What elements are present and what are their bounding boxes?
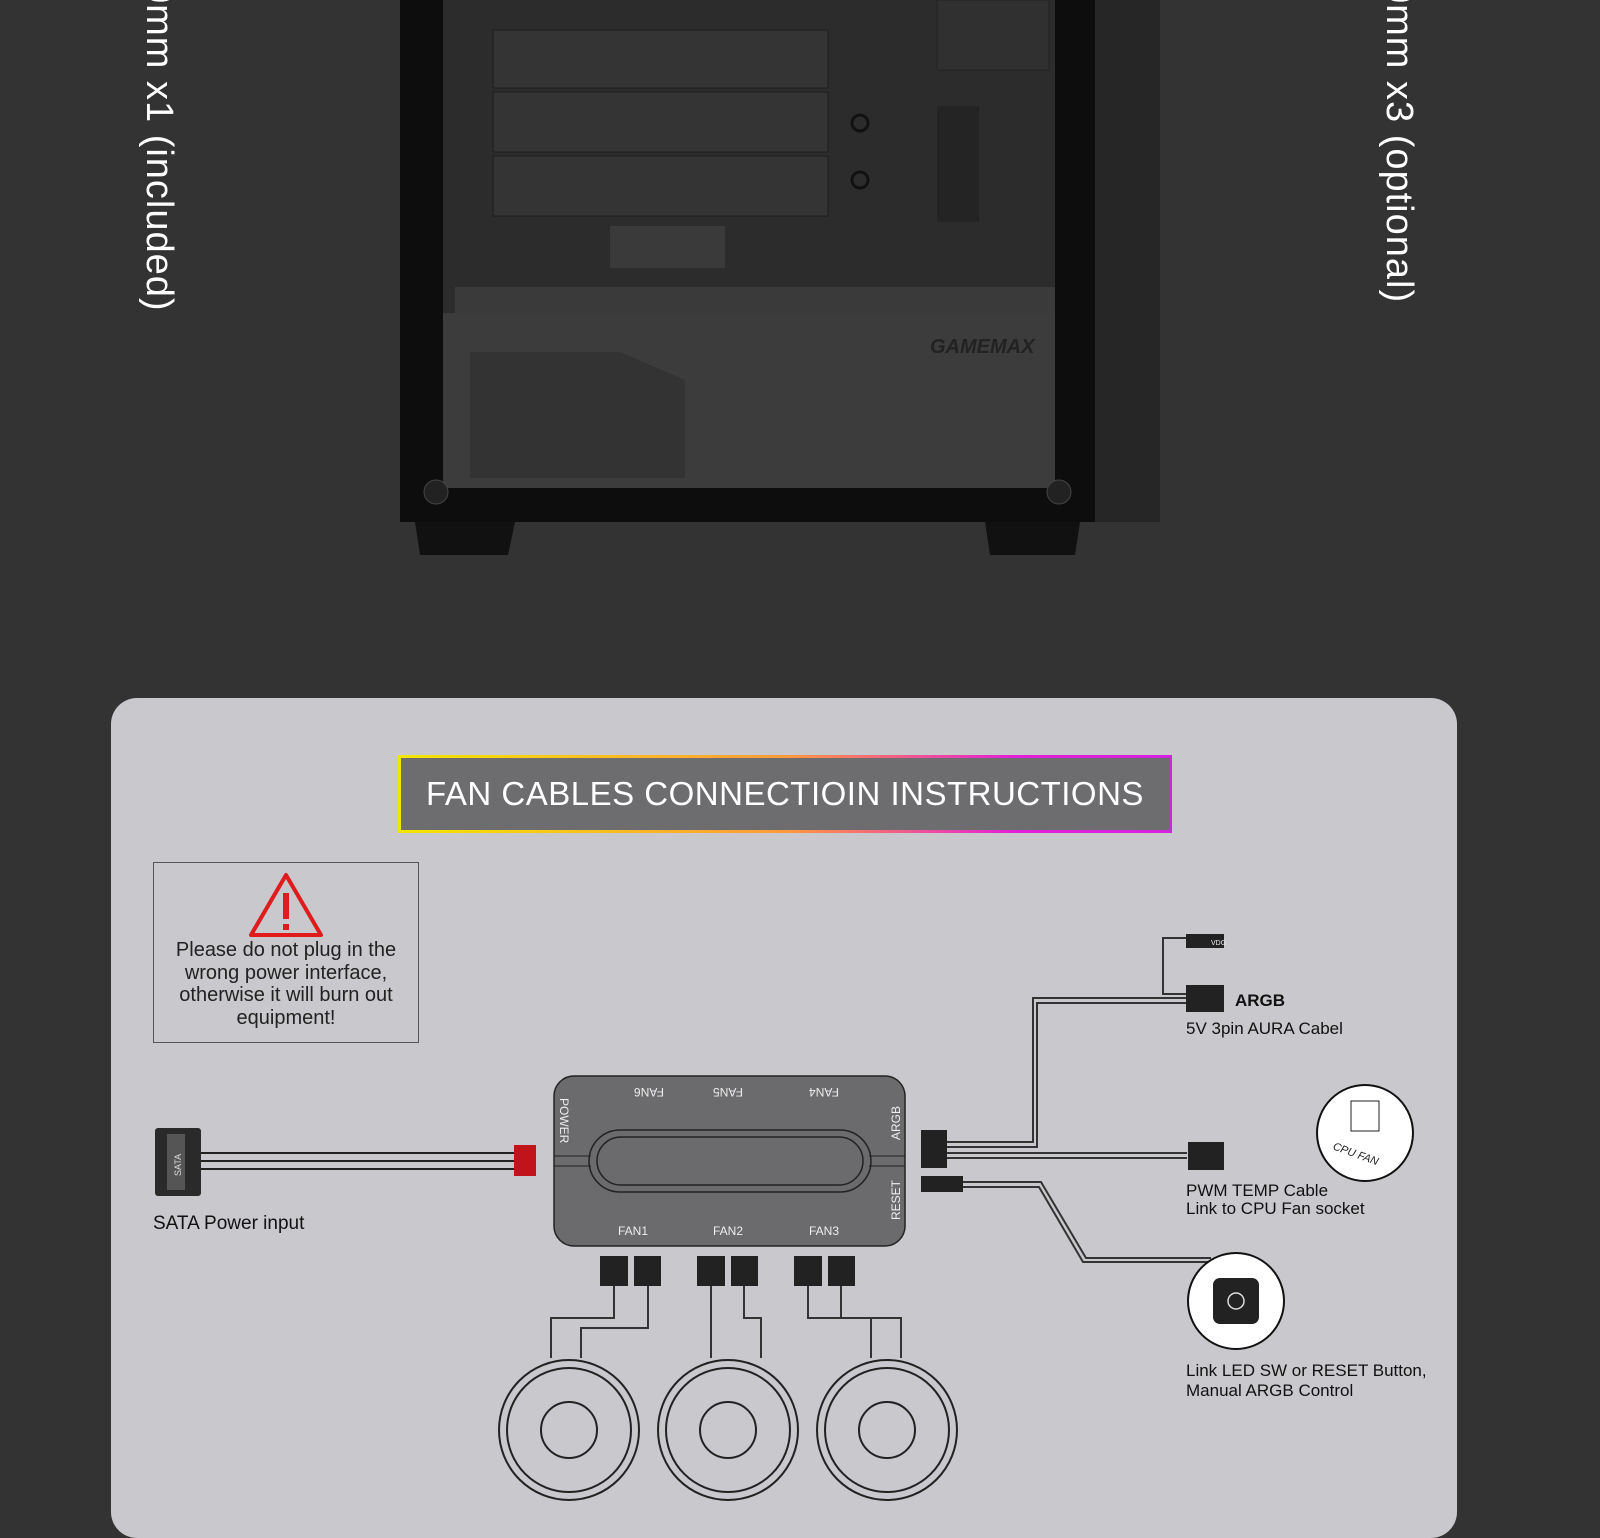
hub-port-fan2: FAN2 — [713, 1224, 743, 1238]
fan-instructions-panel: SATA FAN6 FAN5 FAN4 FAN1 FAN2 FAN3 POWER… — [111, 698, 1457, 1538]
sata-connector: SATA — [155, 1128, 201, 1196]
pc-case-image: GAMEMAX — [400, 0, 1160, 555]
sun-icon — [1227, 1292, 1245, 1310]
hub-port-argb: ARGB — [889, 1106, 903, 1140]
pwm-connector — [1188, 1142, 1224, 1170]
hub-port-power: POWER — [557, 1098, 571, 1144]
hub-port-fan3: FAN3 — [809, 1224, 839, 1238]
hub-port-fan5: FAN5 — [713, 1085, 743, 1099]
case-logo: GAMEMAX — [930, 336, 1036, 358]
power-connector — [514, 1145, 536, 1176]
reset-line2: Manual ARGB Control — [1186, 1381, 1354, 1400]
pwm-line2: Link to CPU Fan socket — [1186, 1199, 1365, 1218]
hub-port-fan1: FAN1 — [618, 1224, 648, 1238]
hub-port-fan6: FAN6 — [634, 1085, 664, 1099]
sata-label: SATA Power input — [153, 1213, 305, 1234]
fan-cables — [600, 1256, 855, 1286]
warning-box: Please do not plug in the wrong power in… — [153, 862, 419, 1043]
sata-connector-text: SATA — [173, 1154, 183, 1176]
warning-text: Please do not plug in the wrong power in… — [175, 939, 397, 1029]
hub-port-fan4: FAN4 — [809, 1085, 839, 1099]
argb-label: ARGB — [1235, 991, 1286, 1010]
pwm-line1: PWM TEMP Cable — [1186, 1181, 1329, 1200]
fan-hub: FAN6 FAN5 FAN4 FAN1 FAN2 FAN3 POWER ARGB… — [553, 1075, 906, 1247]
fans — [498, 1359, 958, 1501]
vdg-connector-text: VDG — [1211, 940, 1226, 947]
cpu-fan-badge — [1316, 1084, 1414, 1182]
left-side-label: 0mm x1 (included) — [138, 0, 180, 312]
connection-diagram: SATA FAN6 FAN5 FAN4 FAN1 FAN2 FAN3 POWER… — [155, 934, 1414, 1501]
vdg-connector — [1186, 934, 1224, 948]
reset-line1: Link LED SW or RESET Button, — [1186, 1361, 1427, 1380]
hub-port-reset: RESET — [889, 1179, 903, 1220]
panel-title: FAN CABLES CONNECTIOIN INSTRUCTIONS — [398, 755, 1172, 833]
warning-triangle-icon — [249, 873, 323, 937]
argb-connector — [1186, 985, 1224, 1012]
argb-subtitle: 5V 3pin AURA Cabel — [1186, 1019, 1343, 1038]
right-side-label: 0mm x3 (optional) — [1378, 0, 1420, 304]
